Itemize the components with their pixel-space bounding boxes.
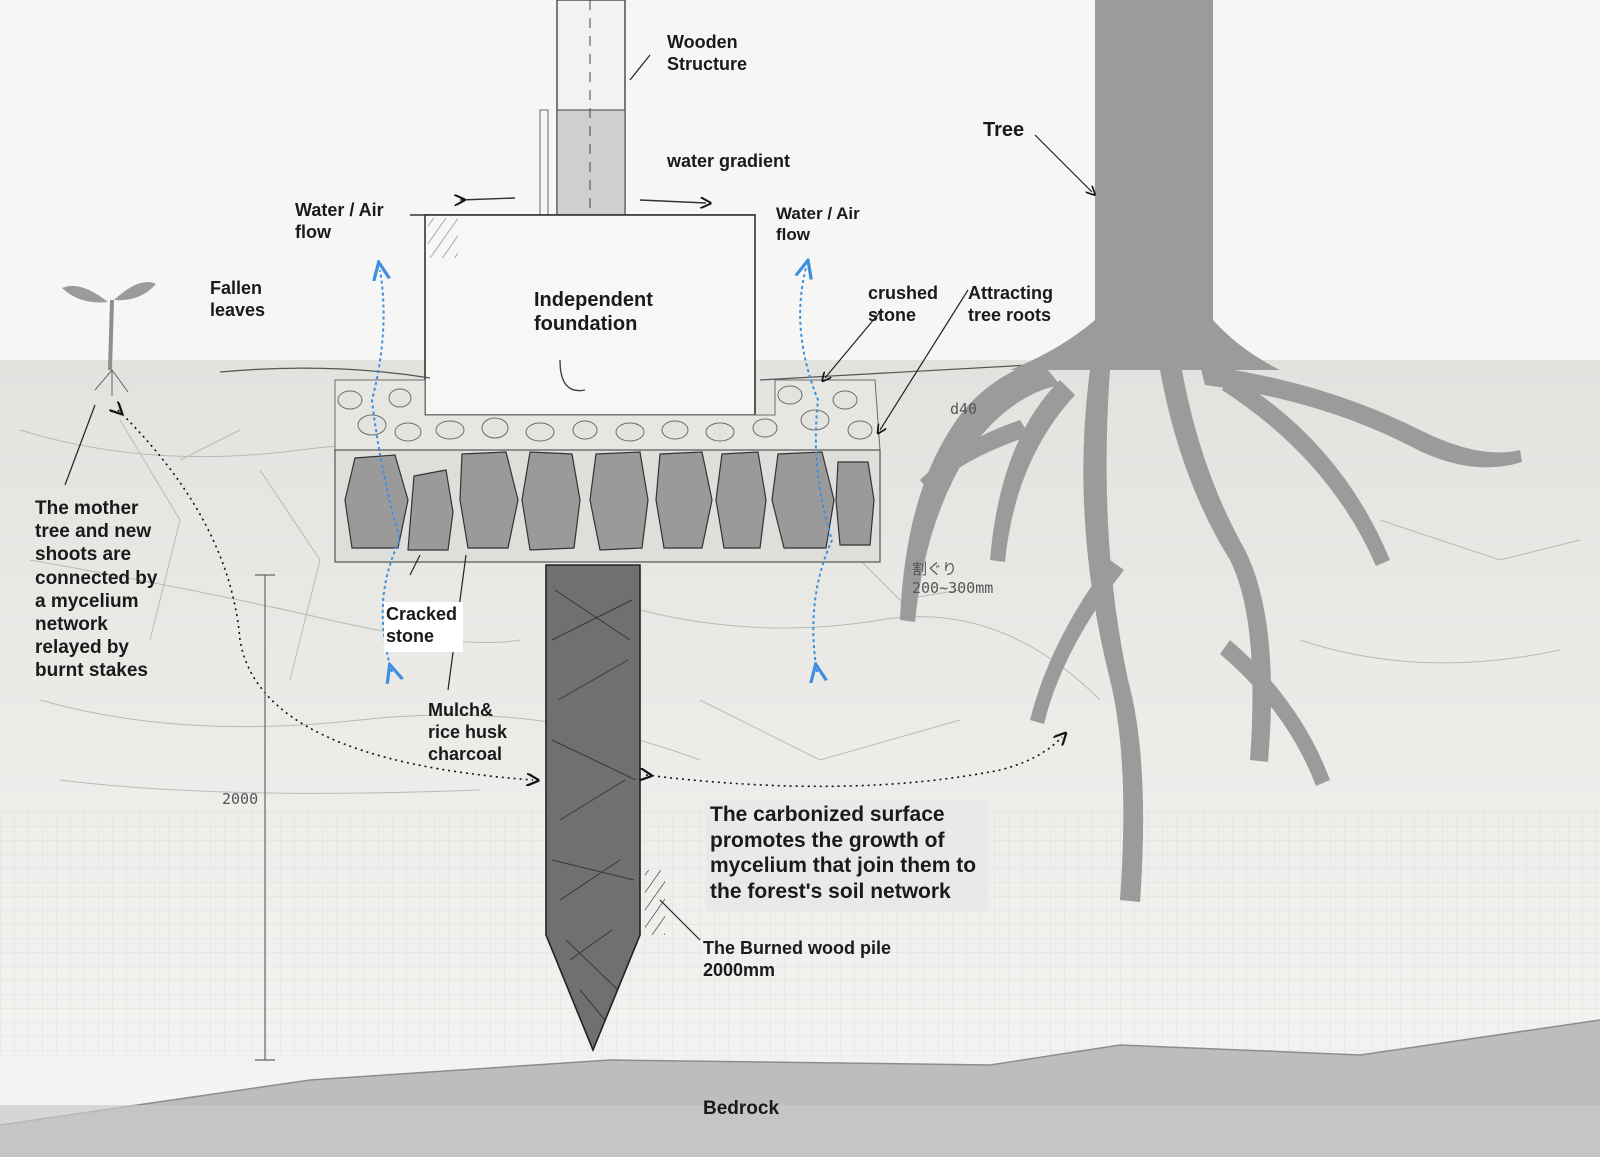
label-mulch: Mulch& rice husk charcoal bbox=[428, 700, 508, 764]
label-wooden-structure: Wooden Structure bbox=[667, 32, 748, 74]
sprout-icon bbox=[62, 282, 156, 396]
label-carbonized-surface: The carbonized surface promotes the grow… bbox=[706, 800, 989, 911]
label-crushed-stone: crushed stone bbox=[868, 283, 939, 325]
label-water-gradient: water gradient bbox=[667, 151, 791, 171]
label-mother-tree: The mother tree and new shoots are conne… bbox=[35, 498, 158, 682]
label-attracting-tree-roots: Attracting tree roots bbox=[968, 283, 1053, 325]
label-water-air-flow-right: Water / Air flow bbox=[776, 204, 860, 244]
burned-wood-pile bbox=[545, 564, 665, 1053]
tree bbox=[900, 0, 1522, 902]
label-tree: Tree bbox=[983, 119, 1025, 141]
label-burned-wood-pile: The Burned wood pile 2000mm bbox=[703, 938, 891, 980]
note-depth: d40 bbox=[950, 400, 978, 418]
label-bedrock: Bedrock bbox=[703, 1098, 780, 1119]
label-water-air-flow-left: Water / Air flow bbox=[295, 200, 384, 242]
independent-foundation bbox=[424, 214, 756, 416]
dimension-line bbox=[255, 574, 275, 1061]
note-gravel: 割ぐり 200~300mm bbox=[912, 560, 994, 597]
mycelium-connection bbox=[118, 410, 1062, 788]
flow-arrow-icon-right bbox=[800, 268, 834, 672]
label-independent-foundation: Independent foundation bbox=[534, 289, 653, 336]
label-fallen-leaves: Fallen leaves bbox=[210, 278, 266, 320]
note-dimension-2000: 2000 bbox=[222, 790, 259, 808]
label-cracked-stone: Cracked stone bbox=[384, 602, 464, 652]
